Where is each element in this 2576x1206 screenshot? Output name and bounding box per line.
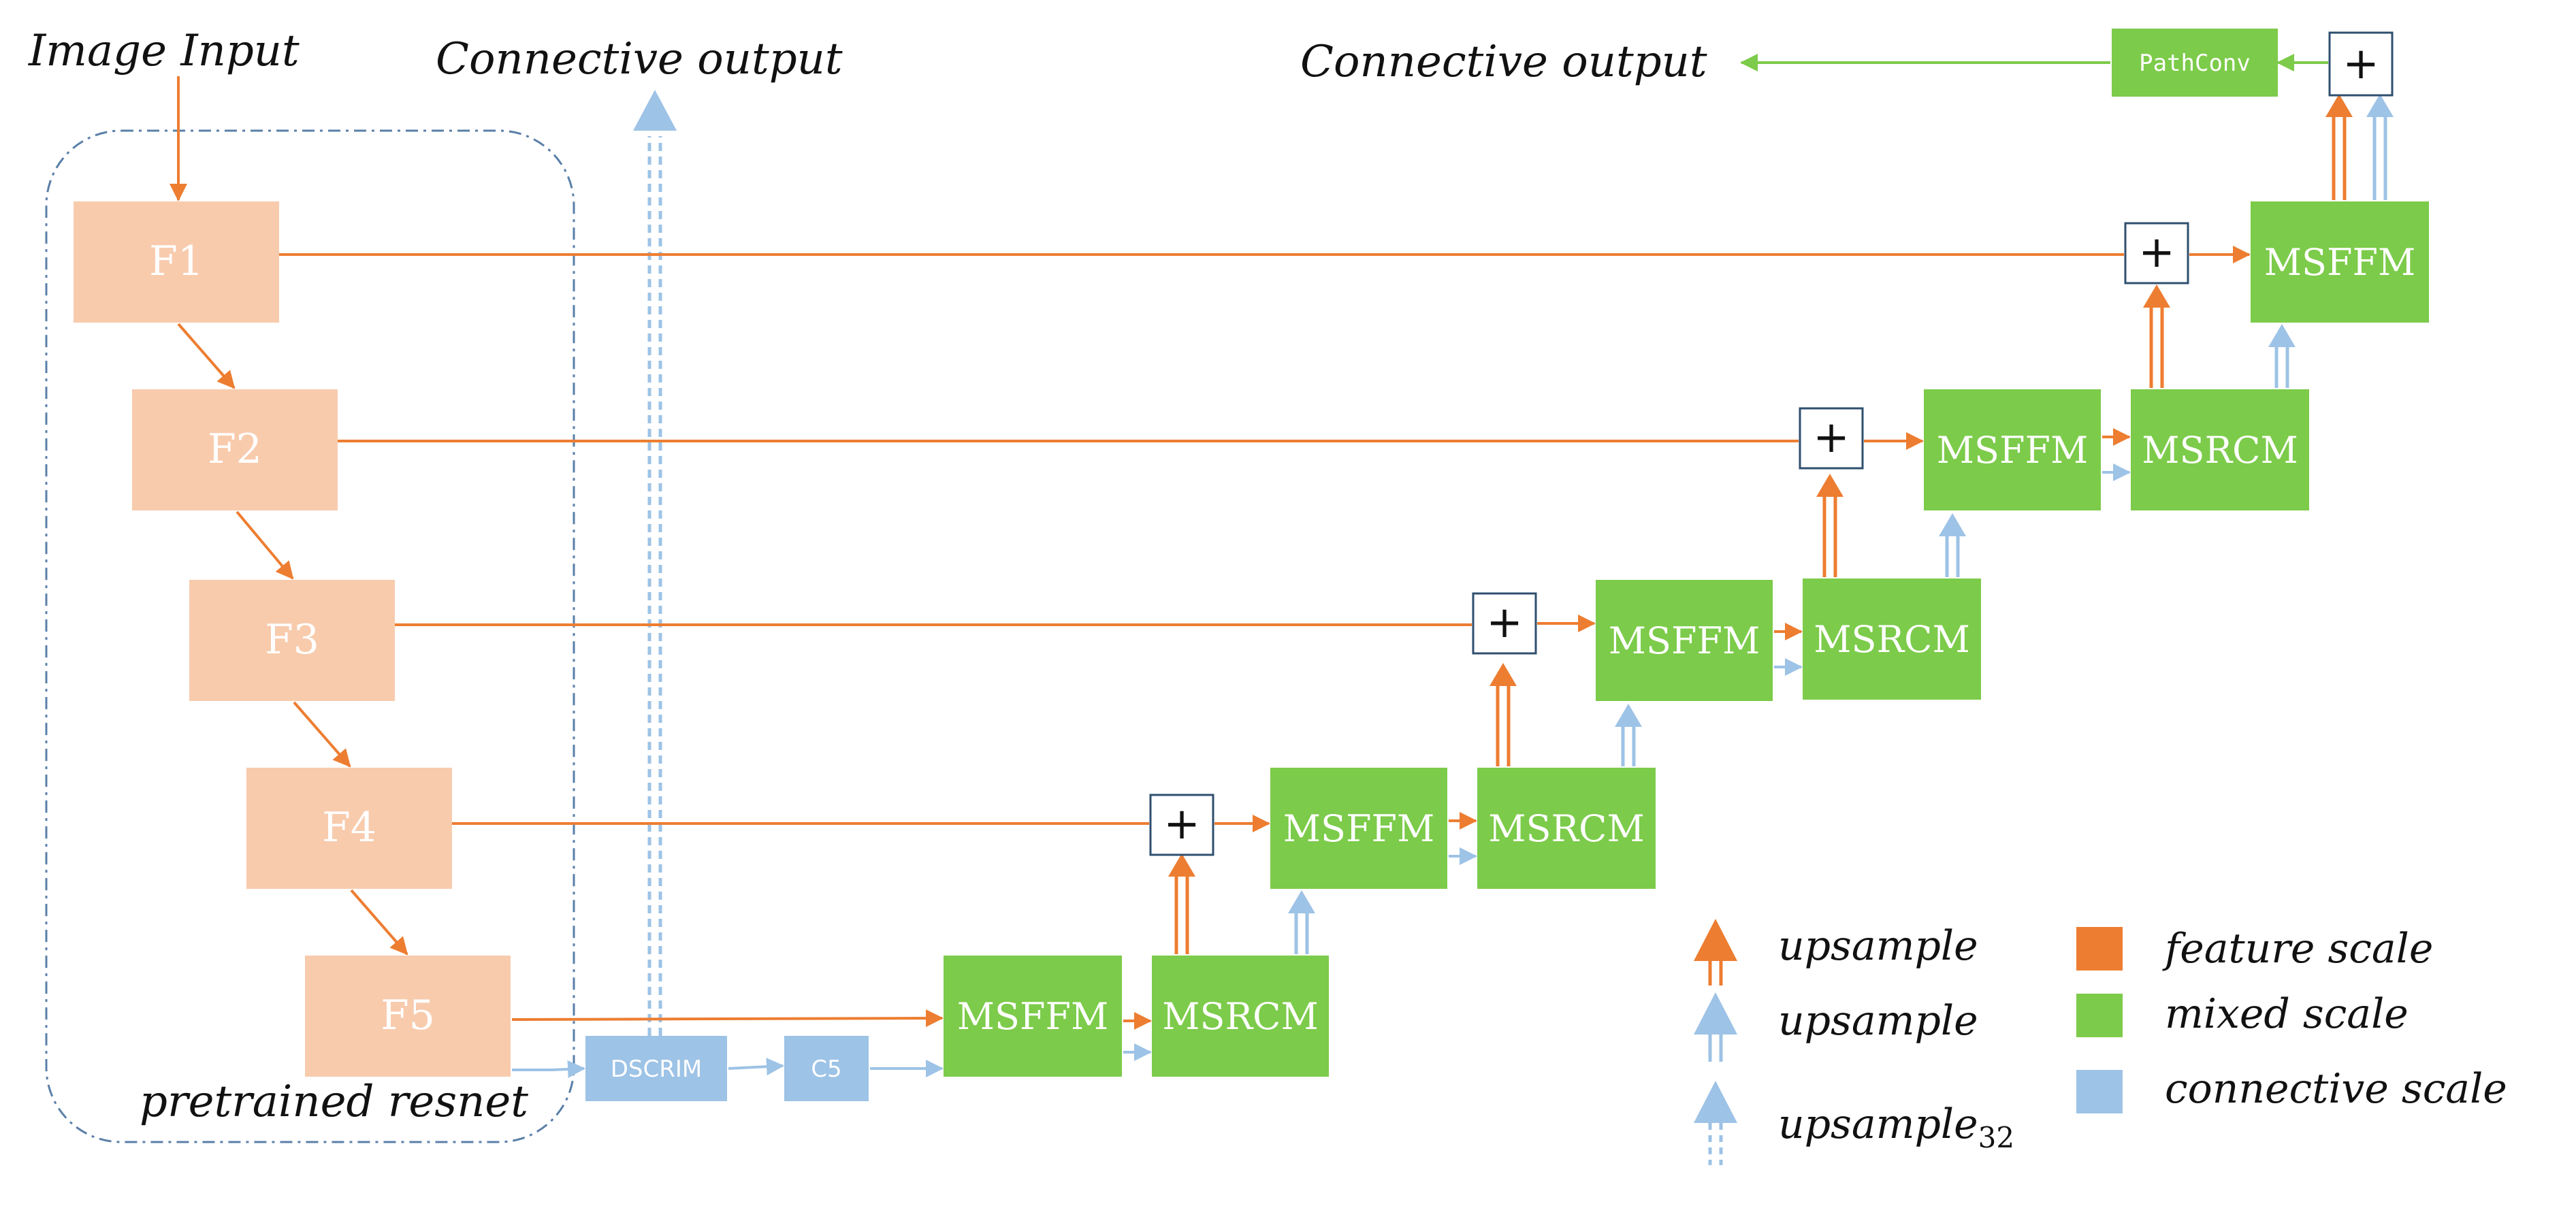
legend-feature-scale-label: feature scale [2162,925,2433,973]
plus3-box [1472,592,1537,655]
f3-f4-arrow [293,701,351,768]
f1-box [74,201,279,323]
f3-label: F3 [265,616,319,664]
f2-box [132,389,338,510]
pretrained-resnet-label: pretrained resnet [140,1077,528,1127]
msrcm5-label: MSRCM [1162,995,1319,1038]
up5-orange-head [1168,853,1195,877]
msrcm4-box [1477,768,1656,889]
plus-top-label: + [2342,39,2379,89]
legend-mixed-swatch [2076,994,2123,1037]
plus2-box [1799,407,1864,470]
plus4-label: + [1163,799,1200,849]
msffm5-box [944,956,1122,1077]
f4-f5-arrow [350,889,408,956]
dscrim-box [585,1036,727,1101]
plus4-box [1149,794,1214,856]
plus2-label: + [1813,412,1850,463]
plus1-box [2124,222,2189,284]
pathconv-label: PathConv [2139,50,2251,77]
connective-up-arrowhead [633,90,677,131]
f2-label: F2 [208,425,262,473]
plus-top-box [2328,31,2394,97]
up4-blue-head [1615,704,1642,727]
up3-blue-head [1939,513,1966,536]
plus3-label: + [1486,598,1523,648]
f2-f3-arrow [236,510,294,580]
f5-dscrim-arrow [512,1060,585,1078]
connective-output-right-label: Connective output [1300,37,1707,87]
legend-orange-up-head [1694,919,1737,961]
f5-msffm5-arrow [511,1009,944,1028]
msffm1-box [2251,201,2429,323]
legend-upsample32-sub: 32 [1978,1121,2014,1154]
legend-upsample-blue-label: upsample [1778,997,1978,1045]
plus1-label: + [2138,227,2175,278]
legend-upsample32-text: upsample [1778,1101,1978,1148]
up3-orange-head [1816,474,1844,497]
f5-box [305,956,511,1077]
legend-upsample32-label: upsample32 [1778,1101,2014,1154]
up2-blue-head [2268,324,2296,347]
dscrim-c5-arrow [728,1058,784,1076]
f5-label: F5 [381,992,435,1039]
connective-output-left-label: Connective output [436,34,843,84]
legend-feature-swatch [2076,927,2123,971]
legend-mixed-scale-label: mixed scale [2165,990,2409,1038]
image-input-label: Image Input [28,26,300,76]
legend-upsample-orange-label: upsample [1778,922,1978,970]
up2-orange-head [2143,284,2170,308]
legend-connective-scale-label: connective scale [2165,1065,2507,1113]
msrcm3-label: MSRCM [1814,618,1970,661]
pathconv-box [2112,29,2278,97]
msrcm5-box [1152,956,1329,1077]
msffm3-label: MSFFM [1609,619,1760,662]
f1-f2-arrow [177,323,236,389]
f4-box [246,768,452,889]
f3-box [189,580,395,701]
msffm1-label: MSFFM [2264,241,2416,284]
msffm4-label: MSFFM [1283,807,1435,850]
msffm2-box [1924,389,2101,510]
c5-label: C5 [811,1056,841,1083]
up5-blue-head [1288,890,1315,913]
msrcm4-label: MSRCM [1488,807,1645,850]
legend-connective-swatch [2076,1070,2123,1113]
f4-label: F4 [322,804,376,851]
msffm5-label: MSFFM [957,995,1109,1038]
msffm2-label: MSFFM [1937,429,2089,472]
up1-orange-head [2325,94,2353,117]
up4-orange-head [1490,663,1517,686]
msffm3-box [1596,580,1773,701]
msrcm2-label: MSRCM [2142,429,2298,472]
msffm4-box [1270,768,1447,889]
msrcm3-box [1803,578,1981,700]
legend-blue-up-head [1694,992,1737,1034]
backbone-boundary [45,129,575,1143]
c5-box [784,1036,869,1101]
up1-blue-head [2366,94,2394,117]
msrcm2-box [2131,389,2309,510]
legend-dashed-up-head [1694,1081,1737,1123]
dscrim-label: DSCRIM [611,1056,703,1083]
f1-label: F1 [149,238,204,285]
